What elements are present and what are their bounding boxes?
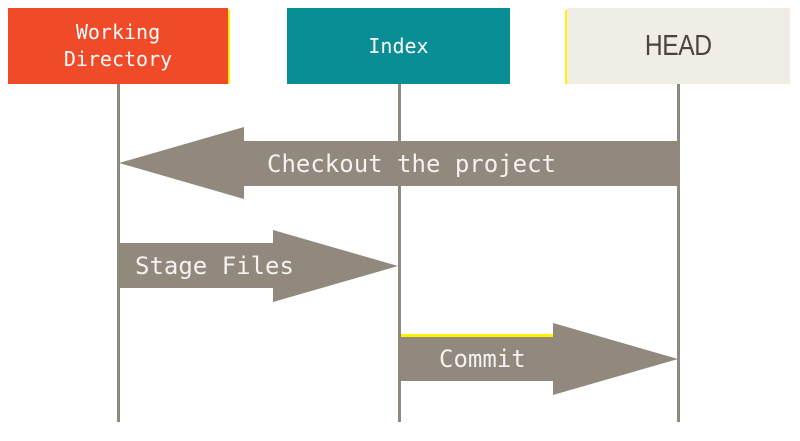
stage-arrowhead-right-icon — [273, 230, 398, 302]
checkout-arrow-shaft — [242, 141, 679, 186]
commit-arrow-label: Commit — [439, 345, 526, 373]
stage-arrow-label: Stage Files — [135, 252, 294, 280]
stage-arrow-shaft — [119, 243, 275, 288]
head-label: HEAD — [645, 29, 712, 62]
working-directory-lifeline — [117, 84, 120, 422]
commit-arrowhead-right-icon — [553, 323, 678, 395]
index-lifeline — [398, 84, 401, 422]
working-directory-box: Working Directory — [8, 8, 228, 84]
checkout-arrowhead-left-icon — [119, 127, 244, 199]
commit-arrow-shaft — [401, 337, 555, 381]
yellow-strip-head — [565, 10, 567, 84]
head-box: HEAD — [567, 8, 790, 84]
working-directory-label-line2: Directory — [63, 47, 173, 71]
commit-arrow-yellow-highlight — [401, 334, 553, 337]
index-label: Index — [368, 33, 429, 58]
index-box: Index — [287, 8, 510, 84]
checkout-arrow-label: Checkout the project — [267, 150, 556, 178]
head-lifeline — [677, 84, 680, 422]
working-directory-label-line1: Working — [75, 20, 161, 44]
yellow-strip-working-directory — [228, 10, 230, 84]
